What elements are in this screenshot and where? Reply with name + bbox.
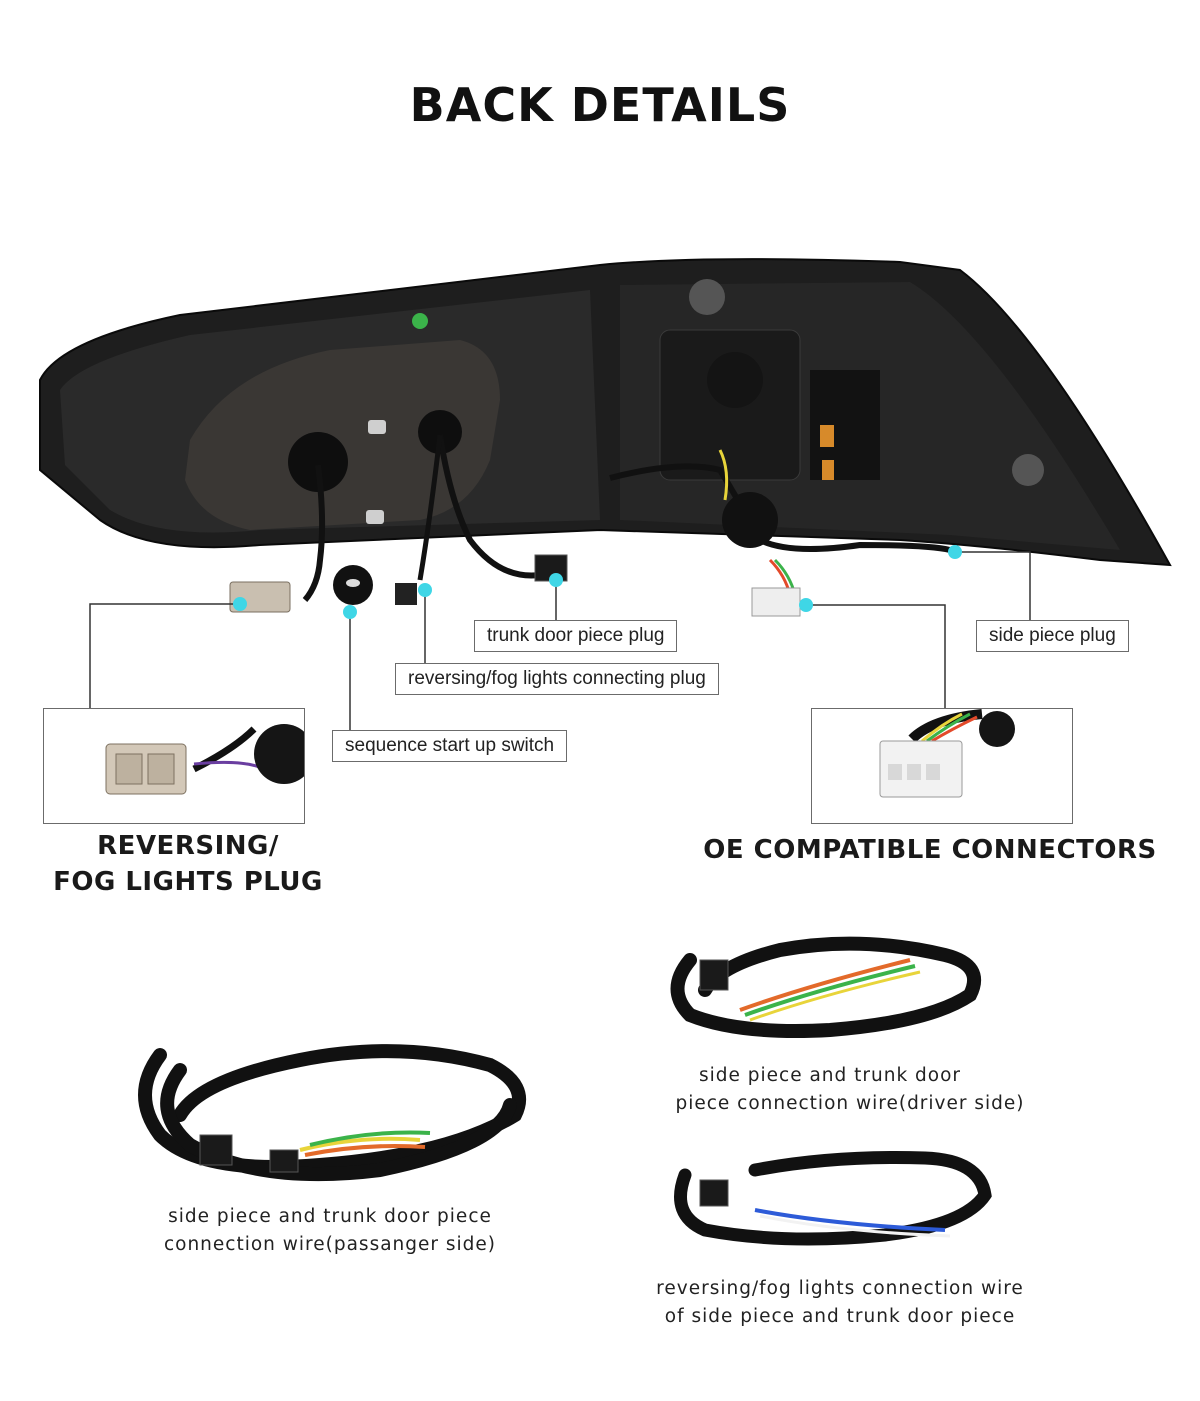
page-title: BACK DETAILS: [409, 78, 791, 132]
oe-connectors-inset: [811, 708, 1073, 824]
reversing-fog-heading-1: REVERSING/: [97, 831, 279, 861]
driver-wire-caption-1: side piece and trunk door: [698, 1065, 962, 1086]
reversing-fog-connecting-plug-label: reversing/fog lights connecting plug: [395, 663, 719, 695]
reversing-fog-plug-inset: [43, 708, 305, 824]
reversing-fog-plug-image: [105, 724, 304, 795]
passenger-wire-caption-2: connection wire(passanger side): [163, 1234, 497, 1255]
passenger-wire-caption-1: side piece and trunk door piece: [168, 1206, 492, 1227]
oe-connectors-heading: OE COMPATIBLE CONNECTORS: [703, 835, 1157, 865]
fog-wire-caption-1: reversing/fog lights connection wire: [656, 1278, 1024, 1299]
side-piece-plug-label: side piece plug: [976, 620, 1129, 652]
driver-wire-bundle-image: [670, 936, 981, 1038]
trunk-door-plug-label: trunk door piece plug: [474, 620, 678, 652]
fog-wire-caption-2: of side piece and trunk door piece: [664, 1306, 1016, 1327]
passenger-wire-bundle-image: [138, 1044, 526, 1182]
driver-wire-caption-2: piece connection wire(driver side): [675, 1093, 1025, 1114]
oe-connector-image: [879, 709, 1015, 798]
sequence-switch-label: sequence start up switch: [332, 730, 568, 762]
reversing-fog-heading-2: FOG LIGHTS PLUG: [53, 867, 323, 897]
fog-wire-bundle-image: [674, 1151, 992, 1246]
